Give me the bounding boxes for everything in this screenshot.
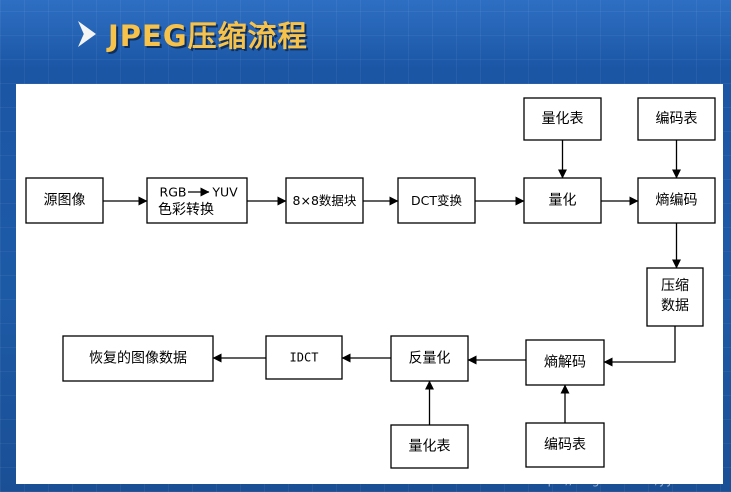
svg-text:恢复的图像数据: 恢复的图像数据 <box>89 350 187 367</box>
chevron-bullet-icon <box>78 21 96 47</box>
svg-text:IDCT: IDCT <box>290 351 319 365</box>
svg-text:量化: 量化 <box>549 193 577 209</box>
node-quant-table-bottom: 量化表 <box>390 424 469 469</box>
title-text: JPEG压缩流程 <box>108 19 308 53</box>
diagram-panel: 源图像 RGB YUV 色彩转换 8×8数据块 DCT变换 量化 量化表 熵编 <box>16 84 723 484</box>
svg-text:熵解码: 熵解码 <box>544 355 586 371</box>
svg-text:熵编码: 熵编码 <box>656 193 698 209</box>
svg-text:8×8数据块: 8×8数据块 <box>293 193 357 208</box>
node-quantization: 量化 <box>523 177 602 224</box>
watermark-url: https://blog.csdn.net/yy197696 <box>530 473 719 487</box>
svg-text:数据: 数据 <box>661 298 689 314</box>
yuv-label: YUV <box>211 185 238 200</box>
node-dct: DCT变换 <box>397 177 476 224</box>
svg-text:量化表: 量化表 <box>409 439 451 455</box>
node-entropy-encoding: 熵编码 <box>637 177 716 224</box>
svg-text:反量化: 反量化 <box>409 351 451 367</box>
node-entropy-decoding: 熵解码 <box>525 339 605 386</box>
svg-text:DCT变换: DCT变换 <box>411 193 462 208</box>
node-compressed-data: 压缩 数据 <box>646 267 704 327</box>
color-conversion-label: 色彩转换 <box>158 201 214 218</box>
slide-title: JPEG压缩流程 <box>78 14 308 54</box>
svg-text:编码表: 编码表 <box>544 437 586 453</box>
node-source-image: 源图像 <box>25 177 104 224</box>
node-quant-table-top: 量化表 <box>523 97 602 141</box>
node-code-table-bottom: 编码表 <box>525 422 605 468</box>
node-color-conversion: RGB YUV 色彩转换 <box>146 177 248 224</box>
svg-text:压缩: 压缩 <box>661 278 689 294</box>
rgb-label: RGB <box>160 185 187 200</box>
node-8x8-blocks: 8×8数据块 <box>285 177 364 224</box>
svg-text:编码表: 编码表 <box>656 111 698 127</box>
node-idct: IDCT <box>265 335 343 380</box>
node-code-table-top: 编码表 <box>637 97 716 141</box>
node-dequantization: 反量化 <box>390 335 469 382</box>
svg-text:量化表: 量化表 <box>542 111 584 127</box>
edge-compressed-to-decode <box>603 326 676 367</box>
flow-diagram: 源图像 RGB YUV 色彩转换 8×8数据块 DCT变换 量化 量化表 熵编 <box>25 97 716 469</box>
node-restored-image: 恢复的图像数据 <box>62 335 214 382</box>
svg-text:源图像: 源图像 <box>44 193 86 209</box>
